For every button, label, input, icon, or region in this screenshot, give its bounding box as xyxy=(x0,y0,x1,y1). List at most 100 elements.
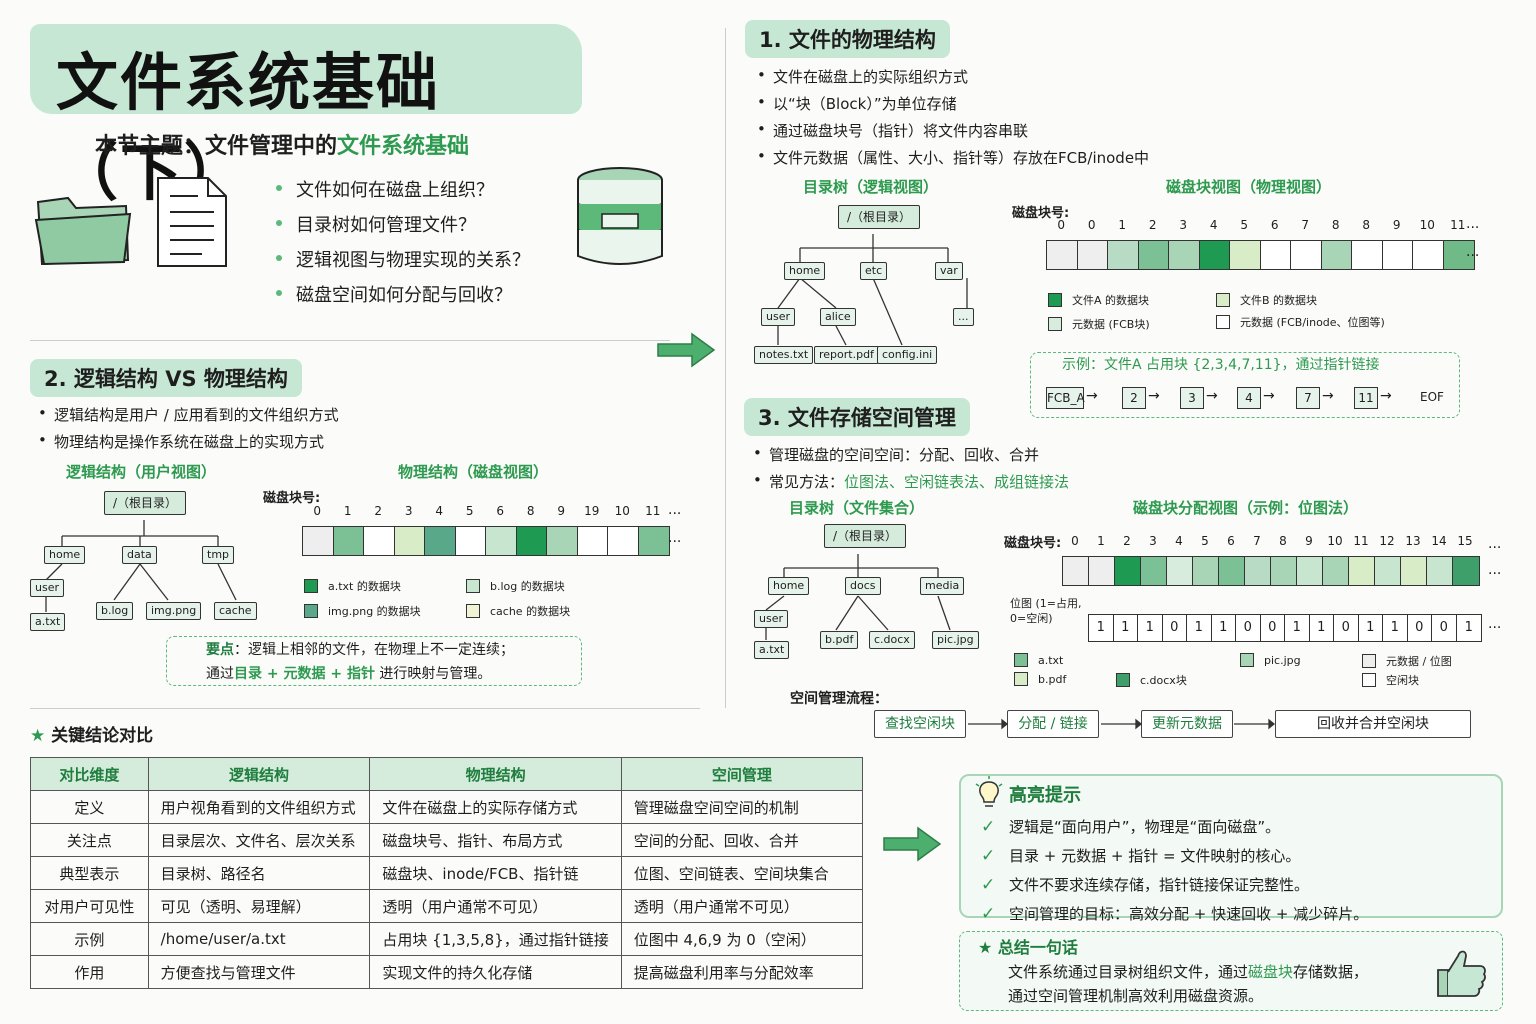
table-cell: 定义 xyxy=(30,790,149,824)
table-row: 作用方便查找与管理文件实现文件的持久化存储提高磁盘利用率与分配效率 xyxy=(30,955,864,989)
chain-arrow-icon: → xyxy=(1206,388,1218,404)
star-icon: ★ xyxy=(978,938,993,957)
block-number: 0 xyxy=(1087,218,1096,232)
tip-text: 目录 + 元数据 + 指针 = 文件映射的核心。 xyxy=(1009,847,1301,865)
chain-arrow-icon: → xyxy=(1263,388,1275,404)
disk-block xyxy=(1063,557,1089,585)
table-cell: /home/user/a.txt xyxy=(147,922,371,956)
bitmap-bit: 0 xyxy=(1162,615,1187,641)
key-point-line2: 通过目录 + 元数据 + 指针 进行映射与管理。 xyxy=(206,663,491,683)
block-number: 6 xyxy=(1227,534,1235,548)
chain-node: 3 xyxy=(1180,387,1204,409)
table-cell: 透明（用户通常不可见） xyxy=(369,889,622,923)
flow-step: 回收并合并空闲块 xyxy=(1275,710,1471,738)
disk-block xyxy=(1141,557,1167,585)
check-icon: ✓ xyxy=(981,816,996,837)
section1-title: 1. 文件的物理结构 xyxy=(745,20,950,58)
disk-block xyxy=(1323,557,1349,585)
legend-item: cache 的数据块 xyxy=(466,603,570,619)
disk-block xyxy=(638,527,669,555)
table-cell: 透明（用户通常不可见） xyxy=(620,889,864,923)
bitmap-bit: 1 xyxy=(1383,615,1408,641)
block-number: 5 xyxy=(1240,218,1249,232)
key-point-suffix: 进行映射与管理。 xyxy=(374,666,492,682)
disk-block xyxy=(1219,557,1245,585)
legend-label: cache 的数据块 xyxy=(490,605,571,618)
disk-block xyxy=(1115,557,1141,585)
disk-block-label: 磁盘块号: xyxy=(263,491,321,506)
tree-node: b.pdf xyxy=(820,631,859,649)
summary-prefix: 文件系统通过目录树组织文件，通过 xyxy=(1008,963,1249,981)
table-row: 定义用户视角看到的文件组织方式文件在磁盘上的实际存储方式管理磁盘空间空间的机制 xyxy=(30,790,864,824)
disk-block xyxy=(1443,241,1474,269)
disk-block xyxy=(1193,557,1219,585)
block-number: 11 xyxy=(1450,218,1466,232)
bitmap-bit: 1 xyxy=(1285,615,1310,641)
legend-swatch xyxy=(1216,293,1230,307)
tree-node: home xyxy=(768,577,810,595)
legend-label: 元数据 (FCB块) xyxy=(1072,318,1150,331)
star-icon: ★ xyxy=(30,726,46,746)
tree-node: c.docx xyxy=(869,631,915,649)
disk-block xyxy=(486,527,517,555)
bitmap-bit: 0 xyxy=(1407,615,1432,641)
chain-node: FCB_A xyxy=(1046,387,1085,409)
block-number: 9 xyxy=(1305,534,1313,548)
table-cell: 管理磁盘空间空间的机制 xyxy=(620,790,864,824)
bullet: 物理结构是操作系统在磁盘上的实现方式 xyxy=(38,431,339,452)
tree-node: config.ini xyxy=(877,346,938,364)
tree-node: a.txt xyxy=(754,641,790,659)
disk-block xyxy=(1230,241,1261,269)
block-number: 15 xyxy=(1457,534,1473,548)
divider xyxy=(30,340,670,341)
flow-step: 分配 / 链接 xyxy=(1007,710,1099,738)
tree-node: b.log xyxy=(96,602,134,620)
block-number: 10 xyxy=(1419,218,1435,232)
block-number: 7 xyxy=(1301,218,1310,232)
disk-block xyxy=(1260,241,1291,269)
flow-title: 空间管理流程： xyxy=(790,691,888,707)
bullet: 通过磁盘块号（指针）将文件内容串联 xyxy=(757,120,1149,141)
tree-node: img.png xyxy=(146,602,202,620)
disk-block xyxy=(1138,241,1169,269)
bitmap-bit: 1 xyxy=(1309,615,1334,641)
legend-label: b.log 的数据块 xyxy=(490,580,565,593)
bitmap-bit: 1 xyxy=(1113,615,1138,641)
legend-swatch xyxy=(1048,317,1062,331)
sec2-tree-title: 逻辑结构（用户视图） xyxy=(66,463,217,481)
legend-swatch xyxy=(304,579,318,593)
question-item: 文件如何在磁盘上组织？ xyxy=(276,176,530,202)
chain-node: 11 xyxy=(1354,387,1378,409)
table-cell: 对用户可见性 xyxy=(30,889,149,923)
legend-swatch xyxy=(1362,654,1376,668)
disk-block xyxy=(1453,557,1479,585)
table-cell: 位图中 4,6,9 为 0（空闲） xyxy=(620,922,864,956)
summary-title-row: ★ 总结一句话 xyxy=(978,934,1078,958)
bullet: 文件在磁盘上的实际组织方式 xyxy=(757,66,1149,87)
divider xyxy=(725,28,726,708)
bitmap-bit: 1 xyxy=(1089,615,1114,641)
block-number: 3 xyxy=(1149,534,1157,548)
disk-block-label: 磁盘块号: xyxy=(1004,536,1062,551)
section2-title: 2. 逻辑结构 VS 物理结构 xyxy=(30,359,302,397)
table-cell: 用户视角看到的文件组织方式 xyxy=(147,790,371,824)
table-cell: 关注点 xyxy=(30,823,149,857)
tree-root-node: /（根目录） xyxy=(838,205,921,229)
block-number: 13 xyxy=(1405,534,1421,548)
section3-bullets: 管理磁盘的空间空间：分配、回收、合并 常见方法：位图法、空闲链表法、成组链接法 xyxy=(753,444,1069,498)
legend-label: 文件A 的数据块 xyxy=(1072,294,1150,307)
legend-item: 文件A 的数据块 xyxy=(1048,292,1149,308)
question-item: 目录树如何管理文件？ xyxy=(276,211,530,237)
bitmap-bit: 0 xyxy=(1334,615,1359,641)
tip-item: ✓文件不要求连续存储，指针链接保证完整性。 xyxy=(981,874,1368,895)
table-cell: 磁盘块号、指针、布局方式 xyxy=(369,823,622,857)
legend-item: 空闲块 xyxy=(1362,672,1419,688)
bullet-prefix: 常见方法： xyxy=(769,473,845,491)
legend-label: 元数据 (FCB/inode、位图等) xyxy=(1240,316,1385,329)
disk-block xyxy=(1089,557,1115,585)
table-header-cell: 空间管理 xyxy=(620,757,864,791)
legend-item: 元数据 / 位图 xyxy=(1362,653,1452,669)
summary-line1: 文件系统通过目录树组织文件，通过磁盘块存储数据， xyxy=(1008,961,1368,982)
